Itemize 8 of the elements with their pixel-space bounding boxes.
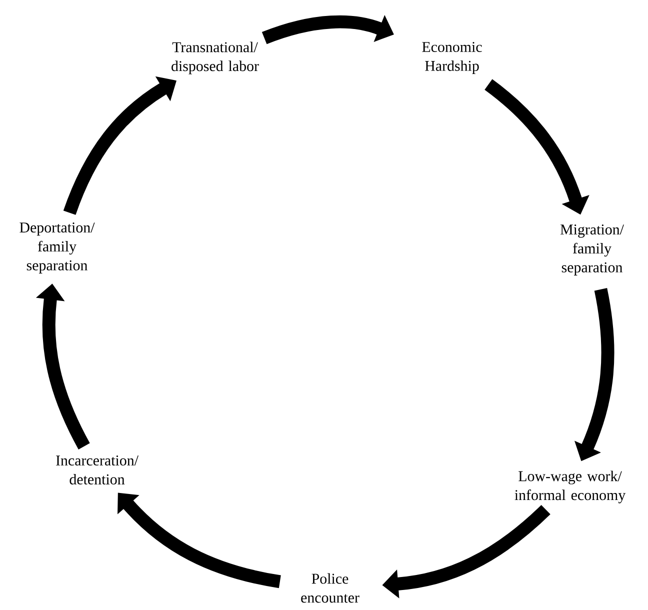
arrow — [118, 492, 282, 588]
stage-label: Incarceration/ detention — [56, 456, 138, 484]
stage-label: Deportation/ family separation — [20, 222, 95, 274]
stage-label: Migration/ family separation — [560, 224, 624, 276]
stage-label: Transnational/ disposed labor — [172, 42, 259, 74]
stage-label: Police encounter — [301, 573, 360, 603]
stage-label: Economic Hardship — [422, 42, 482, 74]
stage-label: Low-wage work/ informal economy — [514, 470, 626, 504]
